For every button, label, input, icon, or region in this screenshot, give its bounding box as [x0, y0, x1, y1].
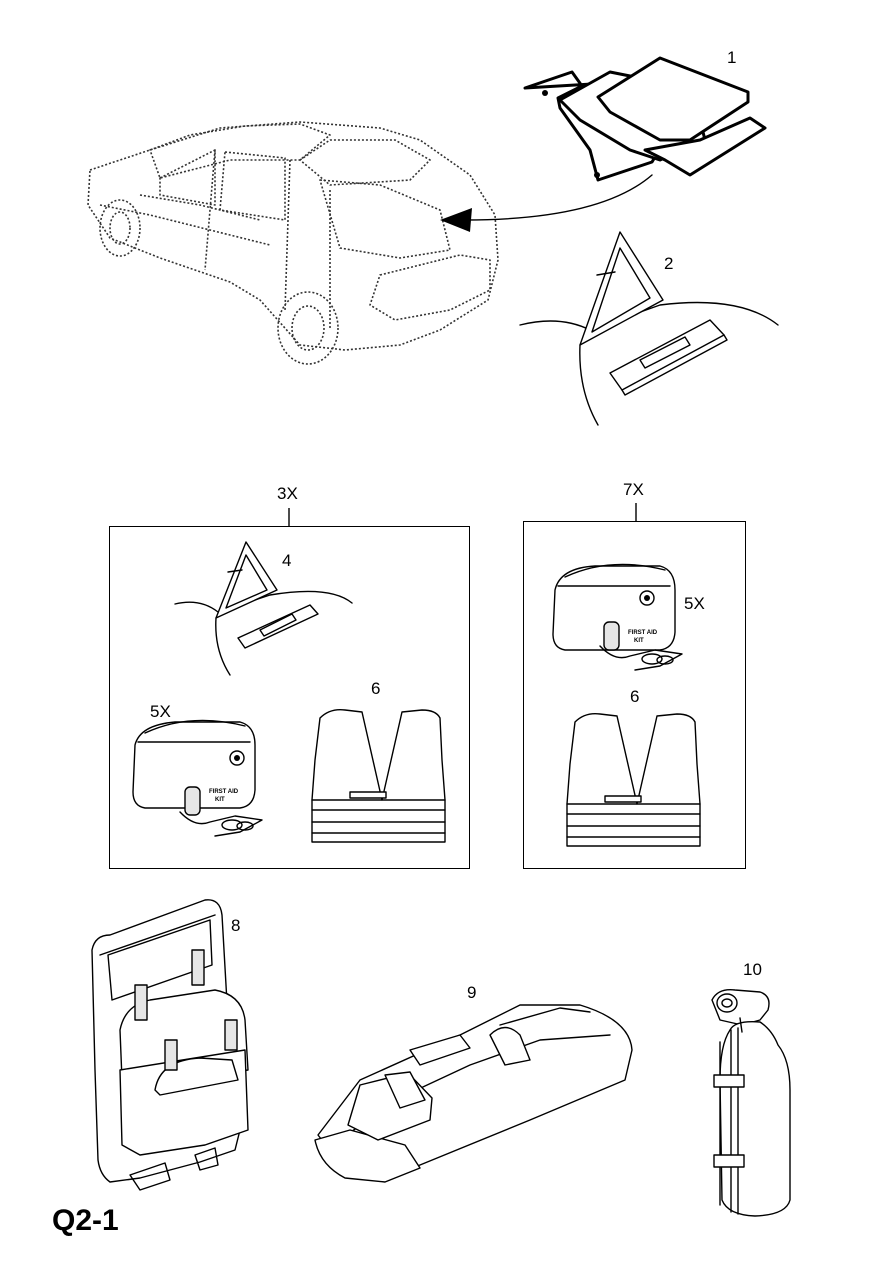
kit-label-right-line2: KIT: [634, 638, 644, 644]
callout-5x-left: 5X: [150, 702, 171, 721]
kit-label-line1: FIRST AID: [209, 789, 239, 795]
safety-vest-right-illustration: [566, 712, 701, 847]
car-illustration: [87, 121, 499, 365]
fire-extinguisher-illustration: [711, 989, 791, 1217]
callout-7x: 7X: [623, 480, 644, 499]
callout-6-right: 6: [630, 687, 640, 706]
fitment-arrow: [464, 174, 653, 221]
callout-2: 2: [664, 254, 674, 273]
warning-triangle-small-illustration: [174, 541, 353, 676]
warning-triangle-illustration: [519, 231, 779, 426]
callout-4: 4: [282, 551, 292, 570]
storage-bag-organizer-illustration: [91, 899, 249, 1191]
first-aid-kit-left-illustration: FIRST AID KIT: [132, 719, 263, 837]
callout-5x-right: 5X: [684, 594, 705, 613]
page-code: Q2-1: [52, 1204, 119, 1237]
trunk-bag-illustration: [314, 1004, 633, 1183]
group-box-7x: [523, 521, 746, 869]
callout-1: 1: [727, 48, 737, 67]
callout-10: 10: [743, 960, 762, 979]
callout-9: 9: [467, 983, 477, 1002]
callout-6-left: 6: [371, 679, 381, 698]
group-box-3x: [109, 526, 470, 869]
floor-mats-illustration: [523, 56, 767, 182]
safety-vest-left-illustration: [311, 708, 446, 843]
arrow-head-icon: [440, 208, 472, 232]
kit-label-line2: KIT: [215, 797, 225, 803]
callout-8: 8: [231, 916, 241, 935]
first-aid-kit-right-illustration: FIRST AID KIT: [552, 563, 683, 671]
kit-label-right-line1: FIRST AID: [628, 630, 658, 636]
callout-3x: 3X: [277, 484, 298, 503]
